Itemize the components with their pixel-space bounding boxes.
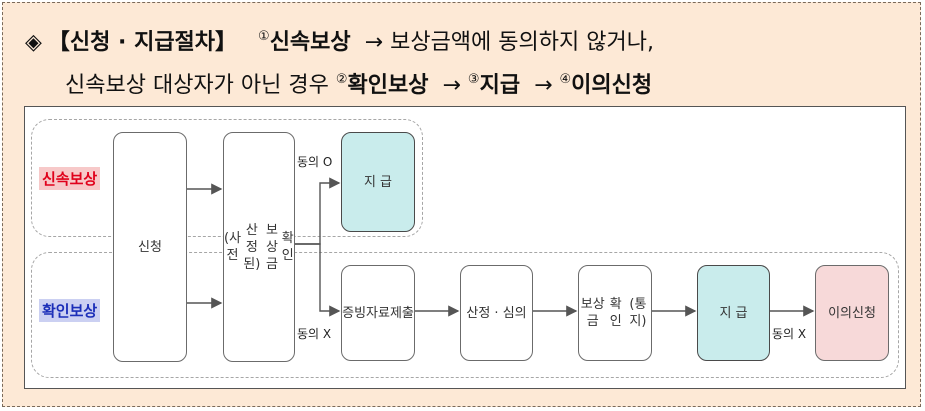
procedure-title: 【신청 · 지급절차】 (47, 30, 238, 55)
node-review: 산정 · 심의 (460, 265, 533, 361)
circled-one: ① (258, 29, 270, 44)
step-fast-compensation: 신속보상 (269, 30, 351, 55)
row-label-confirm: 확인보상 (39, 299, 101, 322)
node-notify: 보상금 확인 (통지) (578, 265, 652, 361)
node-payment-fast: 지 급 (341, 132, 415, 232)
header-line-2: 신속보상 대상자가 아닌 경우 ②확인보상 → ③지급 → ④이의신청 (65, 66, 652, 100)
circled-three: ③ (467, 72, 480, 87)
node-compensation-check: (사전 산정된) 보상금 확인 (223, 132, 295, 362)
node-apply: 신청 (113, 132, 187, 362)
node-objection: 이의신청 (815, 265, 889, 361)
step-objection: 이의신청 (571, 73, 653, 98)
step-confirm-compensation: 확인보상 (347, 73, 429, 98)
arrow-right-icon: → (442, 73, 461, 98)
header-line-1: ◈【신청 · 지급절차】 ①신속보상 → 보상금액에 동의하지 않거나, (25, 23, 654, 57)
edge-label-disagree: 동의 X (297, 327, 332, 341)
node-payment-confirm: 지 급 (697, 265, 770, 361)
arrow-right-icon: → (534, 73, 553, 98)
process-diagram: 신속보상 확인보상 신청 (사전 산정된) (24, 106, 906, 389)
row-label-fast: 신속보상 (39, 167, 101, 190)
flow-arrows (187, 177, 815, 317)
step-payment: 지급 (479, 73, 521, 98)
circled-two: ② (335, 72, 348, 87)
notice-frame: ◈【신청 · 지급절차】 ①신속보상 → 보상금액에 동의하지 않거나, 신속보… (2, 2, 921, 407)
circled-four: ④ (559, 72, 572, 87)
arrow-right-icon: → (364, 30, 384, 55)
node-submit-evidence: 증빙자료 제출 (341, 265, 415, 361)
header-text-1: 보상금액에 동의하지 않거나, (383, 30, 654, 55)
diamond-icon: ◈ (25, 30, 42, 55)
header-text-2: 신속보상 대상자가 아닌 경우 (65, 73, 336, 98)
edge-label-agree: 동의 O (297, 155, 333, 169)
edge-label-disagree-objection: 동의 X (772, 327, 807, 341)
confirm-compensation-group (31, 252, 899, 378)
